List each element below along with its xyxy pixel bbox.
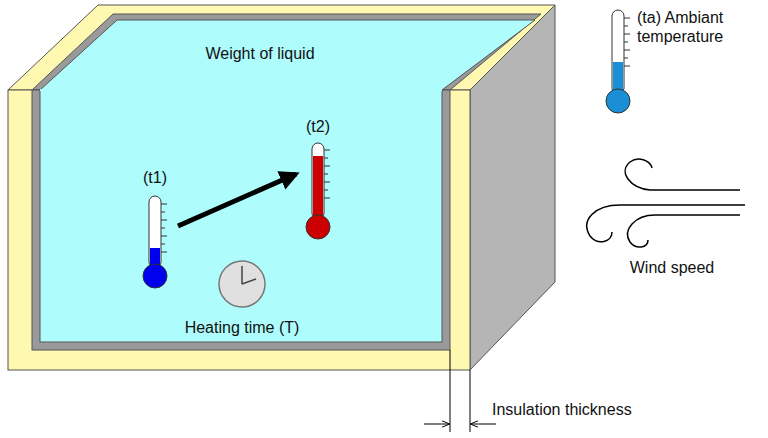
tank-top-wall <box>32 14 541 90</box>
tank-top-insulation <box>8 5 555 90</box>
thermometer-t2 <box>306 143 330 239</box>
liquid-surface <box>40 20 535 90</box>
clock-icon <box>219 261 265 307</box>
liquid-label: Weight of liquid <box>205 44 314 63</box>
liquid-front <box>40 90 442 342</box>
t2-label: (t2) <box>306 117 330 136</box>
thermometer-t1 <box>143 196 167 288</box>
tank-front-wall <box>32 90 450 350</box>
thermometer-ambient <box>606 10 630 113</box>
t1-label: (t1) <box>143 168 167 187</box>
wind-symbol <box>587 159 745 247</box>
tank-front-insulation <box>8 90 470 370</box>
time-label: Heating time (T) <box>185 318 300 337</box>
heating-arrow <box>178 174 296 226</box>
insulation-dimension <box>424 350 496 432</box>
ambient-label: (ta) Ambiant temperature <box>637 8 765 46</box>
insulation-label: Insulation thickness <box>492 400 632 419</box>
wind-label: Wind speed <box>630 258 715 277</box>
